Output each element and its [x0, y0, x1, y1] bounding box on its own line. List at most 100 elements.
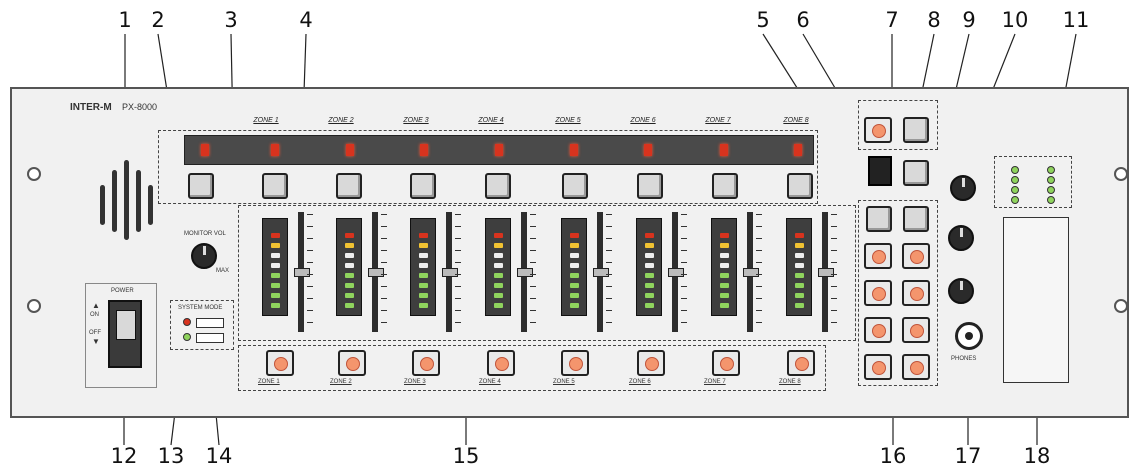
zone-output-button-3[interactable]	[412, 350, 440, 376]
zone-select-button-8[interactable]	[712, 173, 738, 199]
zone-led-4	[420, 144, 428, 156]
preset-button-2[interactable]	[902, 243, 930, 269]
fader-scale-tick	[455, 298, 461, 299]
zone-select-button-9[interactable]	[787, 173, 813, 199]
zone-select-button-5[interactable]	[485, 173, 511, 199]
tone-knob-3[interactable]	[948, 278, 974, 304]
on-label: ON	[90, 312, 99, 318]
status-led-5	[1011, 186, 1019, 194]
system-mode-red-led	[183, 318, 191, 326]
meter-led	[795, 273, 804, 278]
control-button-9[interactable]	[903, 160, 929, 186]
zone-title-1: ZONE 1	[253, 117, 279, 124]
level-meter-8	[786, 218, 812, 316]
meter-led	[795, 253, 804, 258]
control-button-8[interactable]	[903, 117, 929, 143]
preset-button-5[interactable]	[864, 317, 892, 343]
rack-hole-top-left	[27, 167, 41, 181]
zone-select-button-2[interactable]	[262, 173, 288, 199]
zone-output-button-4[interactable]	[487, 350, 515, 376]
system-mode-green-led	[183, 333, 191, 341]
meter-led	[271, 233, 280, 238]
fader-knob-5[interactable]	[593, 268, 609, 277]
meter-led	[720, 293, 729, 298]
talk-button[interactable]	[866, 206, 892, 232]
fader-scale-tick	[681, 322, 687, 323]
fader-knob-6[interactable]	[668, 268, 684, 277]
zone-output-button-7[interactable]	[712, 350, 740, 376]
preset-button-1[interactable]	[864, 243, 892, 269]
tone-knob-2[interactable]	[948, 225, 974, 251]
fader-scale-tick	[381, 322, 387, 323]
fader-knob-7[interactable]	[743, 268, 759, 277]
status-led-area	[994, 156, 1072, 208]
meter-led	[345, 243, 354, 248]
meter-led	[419, 303, 428, 308]
zone-output-button-1[interactable]	[266, 350, 294, 376]
control-button-6[interactable]	[864, 117, 892, 143]
fader-scale-tick	[530, 298, 536, 299]
zone-led-2	[271, 144, 279, 156]
fader-knob-1[interactable]	[294, 268, 310, 277]
fader-knob-8[interactable]	[818, 268, 834, 277]
zone-output-label-6: ZONE 6	[629, 379, 651, 385]
preset-button-6[interactable]	[902, 317, 930, 343]
preset-button-4[interactable]	[902, 280, 930, 306]
meter-led	[345, 253, 354, 258]
callout-17: 17	[954, 444, 982, 468]
meter-led	[419, 273, 428, 278]
zone-output-label-4: ZONE 4	[479, 379, 501, 385]
zone-select-button-4[interactable]	[410, 173, 436, 199]
status-led-2	[1047, 166, 1055, 174]
zone-output-label-8: ZONE 8	[779, 379, 801, 385]
status-led-3	[1011, 176, 1019, 184]
fader-scale-tick	[381, 274, 387, 275]
callout-16: 16	[879, 444, 907, 468]
meter-led	[720, 243, 729, 248]
fader-scale-tick	[756, 226, 762, 227]
preset-button-8[interactable]	[902, 354, 930, 380]
meter-led	[345, 293, 354, 298]
system-mode-indicator-1	[196, 318, 224, 328]
fader-scale-tick	[681, 310, 687, 311]
zone-select-button-3[interactable]	[336, 173, 362, 199]
power-switch[interactable]	[108, 300, 142, 368]
fader-scale-tick	[606, 226, 612, 227]
meter-led	[570, 233, 579, 238]
fader-scale-tick	[530, 226, 536, 227]
monitor-volume-knob[interactable]	[191, 243, 217, 269]
fader-scale-tick	[530, 238, 536, 239]
rack-hole-top-right	[1114, 167, 1128, 181]
zone-select-button-6[interactable]	[562, 173, 588, 199]
zone-output-button-6[interactable]	[637, 350, 665, 376]
fader-scale-tick	[681, 238, 687, 239]
zone-output-button-8[interactable]	[787, 350, 815, 376]
meter-led	[494, 233, 503, 238]
zone-select-button-7[interactable]	[637, 173, 663, 199]
fader-scale-tick	[307, 226, 313, 227]
control-button-10[interactable]	[903, 206, 929, 232]
zone-select-button-1[interactable]	[188, 173, 214, 199]
meter-led	[494, 293, 503, 298]
preset-button-7[interactable]	[864, 354, 892, 380]
zone-output-button-5[interactable]	[561, 350, 589, 376]
fader-scale-tick	[530, 274, 536, 275]
tone-knob-1[interactable]	[950, 175, 976, 201]
zone-output-button-2[interactable]	[338, 350, 366, 376]
status-led-6	[1047, 186, 1055, 194]
preset-buttons-area	[858, 200, 938, 386]
fader-scale-tick	[756, 310, 762, 311]
fader-knob-2[interactable]	[368, 268, 384, 277]
brand-logo: INTER-M	[70, 102, 112, 113]
fader-knob-4[interactable]	[517, 268, 533, 277]
headphone-jack[interactable]	[955, 322, 983, 350]
fader-knob-3[interactable]	[442, 268, 458, 277]
fader-scale-tick	[455, 286, 461, 287]
monitor-vol-label: MONITOR VOL	[184, 231, 226, 237]
preset-button-3[interactable]	[864, 280, 892, 306]
fader-scale-tick	[681, 274, 687, 275]
fader-scale-tick	[307, 262, 313, 263]
meter-led	[720, 303, 729, 308]
fader-scale-tick	[455, 274, 461, 275]
fader-scale-tick	[681, 214, 687, 215]
